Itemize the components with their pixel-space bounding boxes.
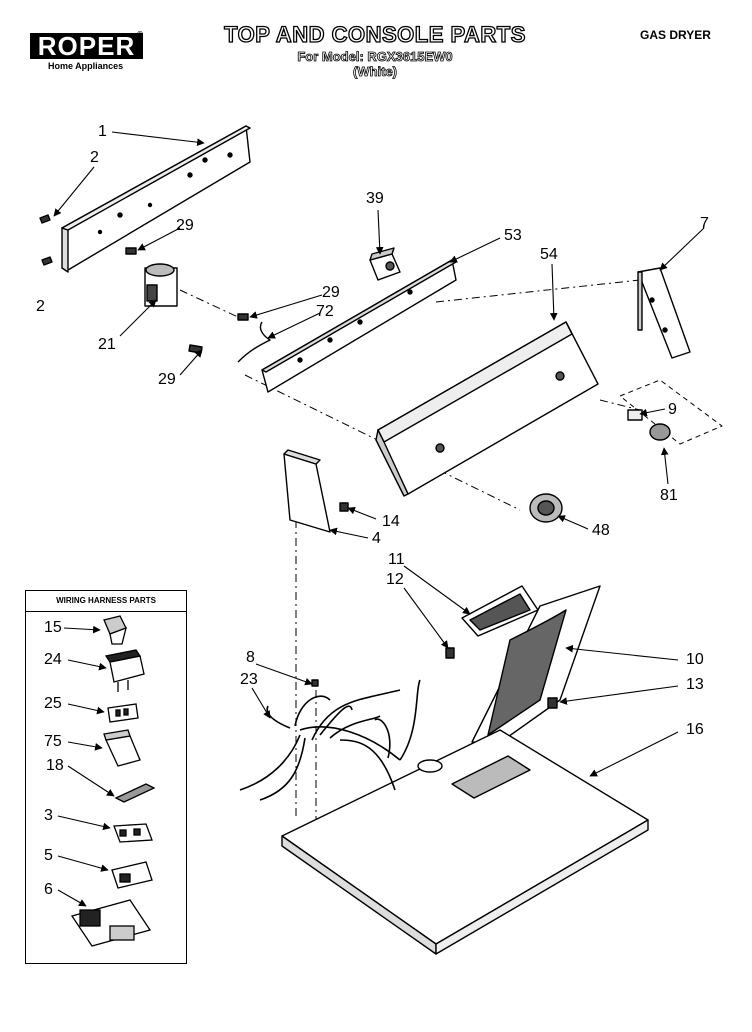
part-12-screw [445, 647, 455, 659]
callout-14: 14 [382, 513, 400, 530]
callout-48: 48 [592, 522, 610, 539]
callout-9: 9 [668, 401, 677, 418]
callout-16: 16 [686, 721, 704, 738]
part-53-control-bracket [261, 259, 457, 393]
part-23-wiring-harness [239, 679, 421, 801]
callout-4: 4 [372, 530, 381, 547]
product-type: GAS DRYER [640, 28, 711, 42]
part-1-rear-panel [61, 125, 251, 273]
part-29-screws [125, 247, 249, 354]
callout-15: 15 [44, 619, 62, 636]
wiring-harness-title: WIRING HARNESS PARTS [26, 591, 186, 612]
callout-29-middle: 29 [322, 284, 340, 301]
part-14-screw [339, 502, 349, 512]
callout-5: 5 [44, 847, 53, 864]
part-16-top-panel [281, 729, 649, 955]
part-48-knob [529, 493, 563, 523]
callout-54: 54 [540, 246, 558, 263]
callout-72: 72 [316, 303, 334, 320]
roper-logo: ROPER [30, 33, 143, 59]
callout-53: 53 [504, 227, 522, 244]
part-18-terminal [114, 783, 156, 803]
part-3-connector [113, 823, 153, 843]
callout-3: 3 [44, 807, 53, 824]
callout-13: 13 [686, 676, 704, 693]
callout-29-upper: 29 [176, 217, 194, 234]
callout-21: 21 [98, 336, 116, 353]
part-11-frame [461, 585, 539, 637]
part-15-connector [103, 615, 127, 645]
callout-75: 75 [44, 733, 62, 750]
part-4-side-bracket [283, 449, 331, 533]
callout-2-lower: 2 [36, 298, 45, 315]
callout-18: 18 [46, 757, 64, 774]
callout-81: 81 [660, 487, 678, 504]
part-2-screws [39, 214, 53, 266]
color-line: (White) [352, 64, 398, 80]
callout-25: 25 [44, 695, 62, 712]
model-line: For Model: RGX3615EW0 [297, 49, 453, 65]
part-54-console [375, 321, 599, 497]
logo-registered-mark: ® [137, 30, 143, 39]
part-13-screw [547, 697, 558, 709]
page-title: TOP AND CONSOLE PARTS [223, 21, 526, 47]
callout-23: 23 [240, 671, 258, 688]
part-24-connector [104, 649, 145, 692]
callout-10: 10 [686, 651, 704, 668]
part-25-connector [107, 703, 139, 723]
part-5-connector [111, 861, 153, 889]
callout-29-lower: 29 [158, 371, 176, 388]
part-10-vent-panel [471, 585, 601, 745]
part-8-clip [311, 679, 319, 687]
callout-7: 7 [700, 215, 709, 232]
callout-24: 24 [44, 651, 62, 668]
wiring-harness-parts-box: WIRING HARNESS PARTS [25, 590, 187, 964]
logo-subtitle: Home Appliances [48, 61, 124, 71]
callout-12: 12 [386, 571, 404, 588]
callout-39: 39 [366, 190, 384, 207]
part-21-timer [144, 263, 178, 307]
part-7-end-cap [637, 267, 691, 359]
callout-2-upper: 2 [90, 149, 99, 166]
part-6-connector-block [70, 899, 152, 947]
part-72-wire [237, 321, 271, 363]
part-39-switch [369, 247, 401, 281]
callout-8: 8 [246, 649, 255, 666]
callout-6: 6 [44, 881, 53, 898]
callout-11: 11 [388, 551, 405, 568]
part-75-connector [103, 729, 141, 767]
callout-1: 1 [98, 123, 107, 140]
